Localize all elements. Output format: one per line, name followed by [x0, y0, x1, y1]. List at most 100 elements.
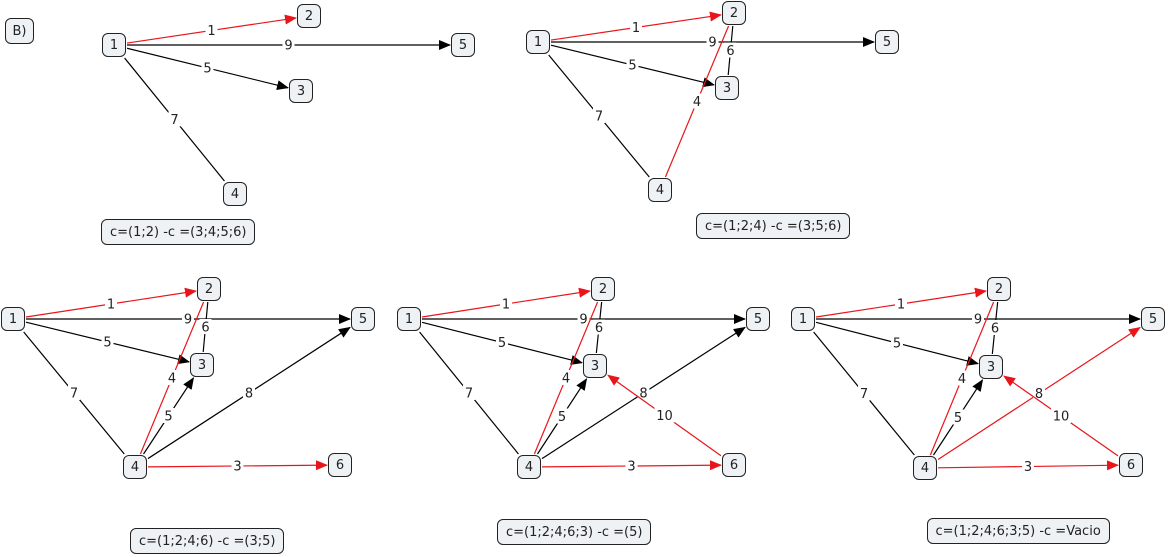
- edge-weight-label: 3: [627, 460, 635, 475]
- edge-weight-label: 9: [579, 313, 587, 328]
- node-4: 4: [648, 178, 672, 202]
- edge-label-bg: [205, 22, 218, 38]
- node-1: 1: [1, 307, 25, 331]
- node-4: 4: [123, 455, 147, 479]
- edge-label-bg: [68, 385, 80, 400]
- node-5: 5: [875, 30, 899, 54]
- edge-weight-label: 5: [498, 336, 506, 351]
- node-5: 5: [451, 33, 475, 57]
- edge-label-bg: [463, 385, 475, 400]
- edge-label-bg: [891, 335, 903, 350]
- edge-weight-label: 1: [897, 298, 905, 313]
- edge-weight-label: 8: [1035, 387, 1043, 402]
- edge-weight-label: 7: [70, 387, 78, 402]
- edge-label-bg: [654, 407, 675, 423]
- node-2: 2: [297, 4, 321, 28]
- edge-label-bg: [1022, 458, 1034, 474]
- node-2: 2: [197, 277, 221, 301]
- edge-weight-label: 7: [465, 387, 473, 402]
- node-6: 6: [722, 453, 746, 477]
- edge-weight-label: 4: [562, 372, 570, 387]
- edge-label-bg: [182, 311, 194, 326]
- edge-label-bg: [231, 458, 244, 473]
- edge-label-bg: [989, 320, 1001, 335]
- edge-weight-label: 5: [203, 62, 211, 77]
- edge-weight-label: 10: [656, 409, 673, 424]
- edge-label-bg: [556, 408, 568, 424]
- edge-weight-label: 7: [170, 113, 178, 128]
- edge-label-bg: [166, 370, 178, 385]
- edge-label-bg: [168, 111, 181, 127]
- node-5: 5: [351, 307, 375, 331]
- edge-label-bg: [162, 408, 175, 423]
- edge-weight-label: 6: [201, 321, 209, 336]
- edge-weight-label: 5: [628, 59, 636, 74]
- edge-weight-label: 4: [958, 372, 966, 387]
- node-4: 4: [223, 182, 247, 206]
- edge-weight-label: 5: [954, 411, 962, 426]
- node-1: 1: [791, 307, 815, 331]
- edge-label-bg: [560, 370, 572, 385]
- edge-weight-label: 1: [632, 21, 640, 36]
- edge-label-bg: [630, 19, 642, 35]
- edge-weight-label: 10: [1053, 410, 1070, 425]
- node-4: 4: [517, 455, 541, 479]
- node-5: 5: [1141, 307, 1165, 331]
- edge-label-bg: [500, 296, 512, 311]
- node-6: 6: [1119, 453, 1143, 477]
- edge-weight-label: 5: [164, 410, 172, 425]
- edge-label-bg: [282, 37, 295, 52]
- edge-weight-label: 5: [558, 410, 566, 425]
- edge-label-bg: [1033, 385, 1045, 401]
- edge-label-bg: [201, 60, 214, 75]
- edge-weight-label: 1: [502, 298, 510, 313]
- node-6: 6: [328, 453, 352, 477]
- edge-label-bg: [1051, 408, 1071, 423]
- node-2: 2: [591, 277, 615, 301]
- edge-label-bg: [858, 385, 870, 401]
- edge-label-bg: [593, 319, 605, 335]
- node-1: 1: [102, 33, 126, 57]
- node-1: 1: [397, 307, 421, 331]
- panel-caption: c=(1;2;4;6) -c =(3;5): [130, 528, 285, 554]
- edge-label-bg: [593, 108, 605, 123]
- edge-weight-label: 8: [639, 387, 647, 402]
- edge-weight-label: 1: [207, 24, 215, 39]
- edge-label-bg: [626, 57, 639, 72]
- panel-caption: c=(1;2;4;6;3;5) -c =Vacio: [926, 518, 1110, 544]
- edge-label-bg: [972, 311, 984, 326]
- section-label: B): [5, 18, 34, 44]
- panel-caption: c=(1;2;4;6;3) -c =(5): [497, 519, 652, 545]
- panel-caption: c=(1;2;4) -c =(3;5;6): [696, 213, 851, 239]
- edge-weight-label: 4: [168, 372, 176, 387]
- edge-label-bg: [625, 458, 638, 473]
- edge-weight-label: 9: [708, 36, 716, 51]
- node-3: 3: [715, 76, 739, 100]
- edge-label-bg: [895, 296, 907, 311]
- edge-weight-label: 8: [245, 387, 253, 402]
- edge-weight-label: 6: [726, 44, 734, 59]
- edge-label-bg: [952, 409, 964, 425]
- edge-label-bg: [691, 93, 703, 109]
- edge-weight-label: 6: [595, 321, 603, 336]
- edge-weight-label: 9: [974, 313, 982, 328]
- node-3: 3: [289, 79, 313, 103]
- node-1: 1: [526, 30, 550, 54]
- edge-weight-label: 7: [595, 110, 603, 125]
- edge-label-bg: [496, 334, 508, 350]
- edge-label-bg: [105, 296, 117, 311]
- edge-weight-label: 5: [893, 337, 901, 352]
- edge-label-bg: [956, 370, 968, 386]
- edge-label-bg: [706, 34, 719, 49]
- edge-label-bg: [243, 385, 255, 400]
- panel-4-edges: 1 9 5 7 4 6 5 8 3 10: [419, 287, 746, 475]
- edge-label-bg: [724, 42, 737, 58]
- node-2: 2: [722, 1, 746, 25]
- node-5: 5: [746, 307, 770, 331]
- edge-weight-label: 5: [103, 336, 111, 351]
